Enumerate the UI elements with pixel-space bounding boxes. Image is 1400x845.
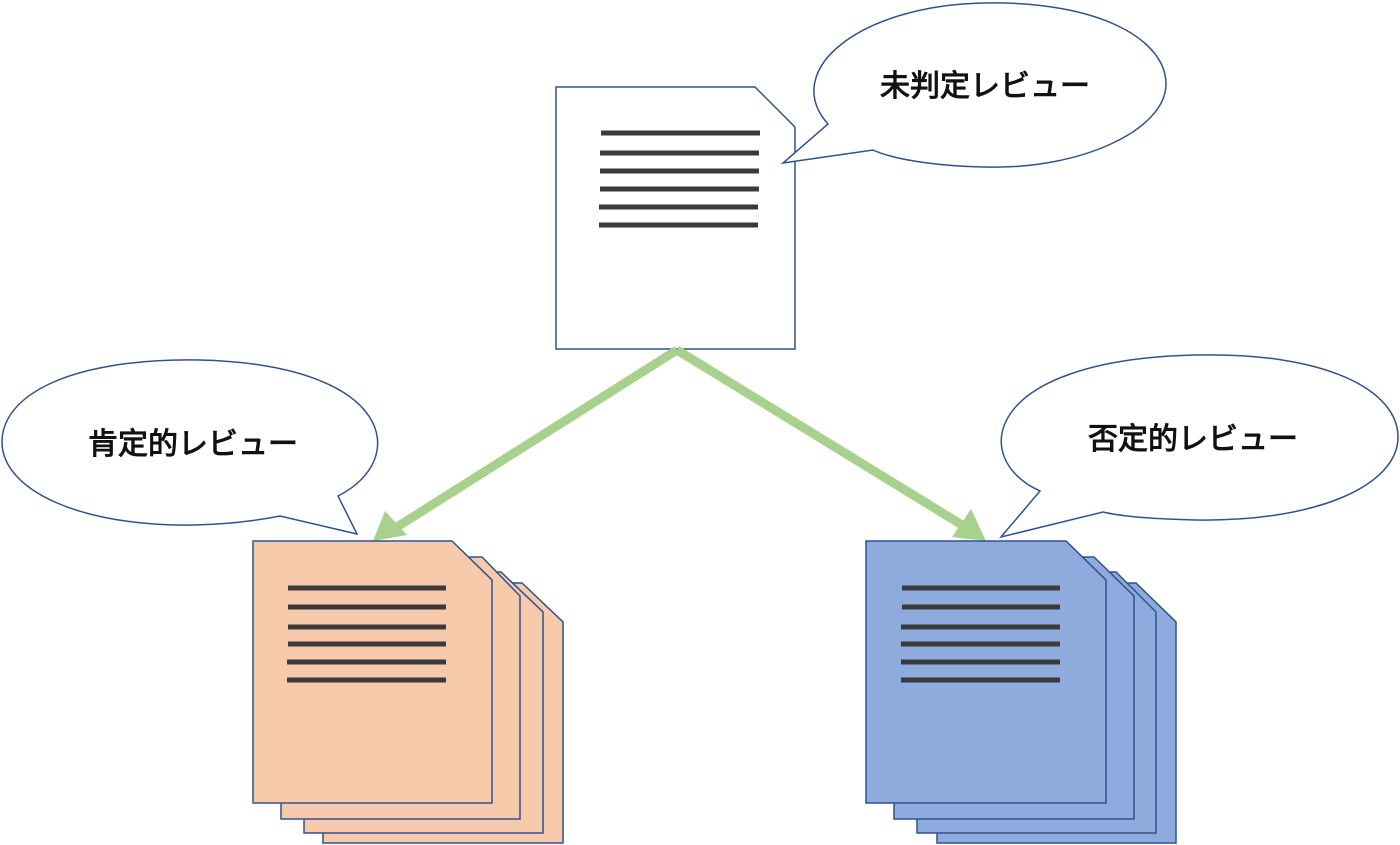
classification-arrows <box>373 346 986 541</box>
unclassified-review-label: 未判定レビュー <box>880 69 1090 104</box>
document-text-lines <box>599 130 760 228</box>
speech-bubble-shape <box>780 2 1167 168</box>
unclassified-speech-bubble: 未判定レビュー <box>780 2 1167 168</box>
negative-review-label: 否定的レビュー <box>1088 422 1298 457</box>
document-text-lines <box>901 585 1060 683</box>
stack-page-1 <box>252 540 493 804</box>
document-text-lines <box>287 585 446 683</box>
arrow-to-negative <box>674 346 965 529</box>
positive-review-stack <box>252 540 564 844</box>
arrow-head-negative <box>952 509 986 541</box>
document-page <box>555 86 796 350</box>
speech-bubble-shape <box>998 354 1399 539</box>
negative-review-stack <box>865 540 1177 844</box>
negative-speech-bubble: 否定的レビュー <box>998 354 1399 539</box>
positive-speech-bubble: 肯定的レビュー <box>1 359 379 536</box>
speech-bubble-shape <box>1 359 379 536</box>
arrow-to-positive <box>394 346 680 531</box>
unclassified-review-document <box>555 86 796 350</box>
stack-page-1 <box>865 540 1107 804</box>
arrow-head-positive <box>373 511 407 541</box>
positive-review-label: 肯定的レビュー <box>88 427 298 462</box>
